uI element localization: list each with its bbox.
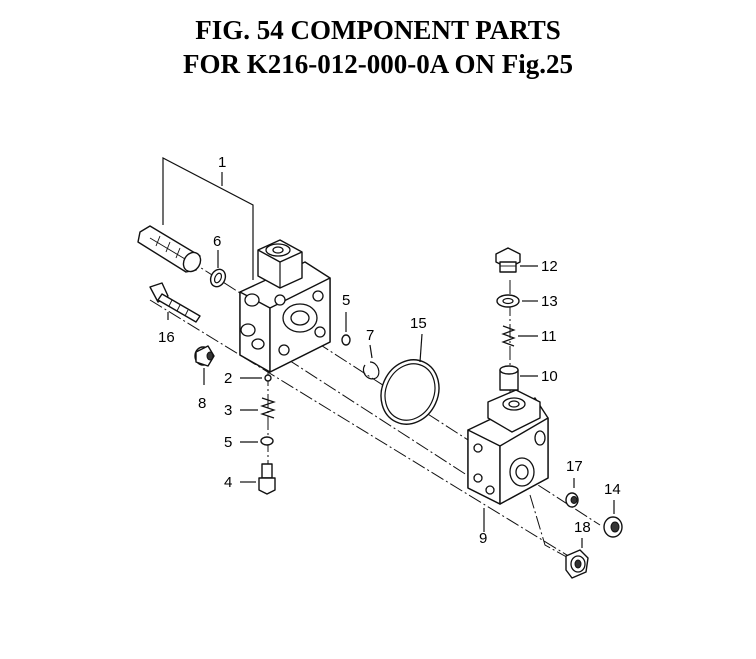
ball-part-2: [264, 374, 272, 382]
assembly-bracket: [162, 157, 254, 280]
callout-4: 4: [224, 474, 232, 491]
plug-part-18: [565, 549, 589, 579]
adjust-screw-part-4: [258, 463, 276, 495]
figure-title-line-1: FIG. 54 COMPONENT PARTS: [195, 15, 561, 45]
washer-part-13: [496, 294, 520, 308]
plug-part-17: [565, 492, 579, 508]
callout-16: 16: [158, 329, 175, 346]
callout-6: 6: [213, 233, 221, 250]
o-ring-inner: [213, 272, 223, 284]
ring-part-5-upper: [341, 334, 351, 346]
callout-18: 18: [574, 519, 591, 536]
callout-3: 3: [224, 402, 232, 419]
poppet-part-10: [499, 365, 519, 391]
snap-ring-part-7: [362, 361, 380, 380]
callout-17: 17: [566, 458, 583, 475]
spring-part-11: [501, 325, 516, 347]
ring-part-5-lower: [260, 436, 274, 446]
o-ring-part-6: [209, 268, 227, 288]
housing-part-9: [467, 389, 549, 505]
callout-2: 2: [224, 370, 232, 387]
callout-11: 11: [541, 328, 557, 345]
valve-body-part-1: [239, 239, 331, 373]
plug-part-12: [495, 247, 521, 273]
callout-5-lower: 5: [224, 434, 232, 451]
o-ring-part-15: [380, 359, 440, 425]
plug-part-14: [603, 516, 623, 538]
callout-labels: 1 2 3 4 5 5 6 7 8 9 10 11 12 13 14 15 16…: [158, 154, 621, 547]
callout-15: 15: [410, 315, 427, 332]
callout-9: 9: [479, 530, 487, 547]
callout-7: 7: [366, 327, 374, 344]
figure-title-line-2: FOR K216-012-000-0A ON Fig.25: [183, 49, 573, 79]
callout-5-upper: 5: [342, 292, 350, 309]
callout-13: 13: [541, 293, 558, 310]
callout-14: 14: [604, 481, 621, 498]
spool-part-1: [137, 225, 202, 273]
callout-10: 10: [541, 368, 558, 385]
spring-part-3: [260, 397, 276, 419]
bolt-part-16: [149, 282, 201, 323]
callout-8: 8: [198, 395, 206, 412]
callout-1: 1: [218, 154, 226, 171]
plug-part-8: [194, 345, 215, 367]
callout-12: 12: [541, 258, 558, 275]
